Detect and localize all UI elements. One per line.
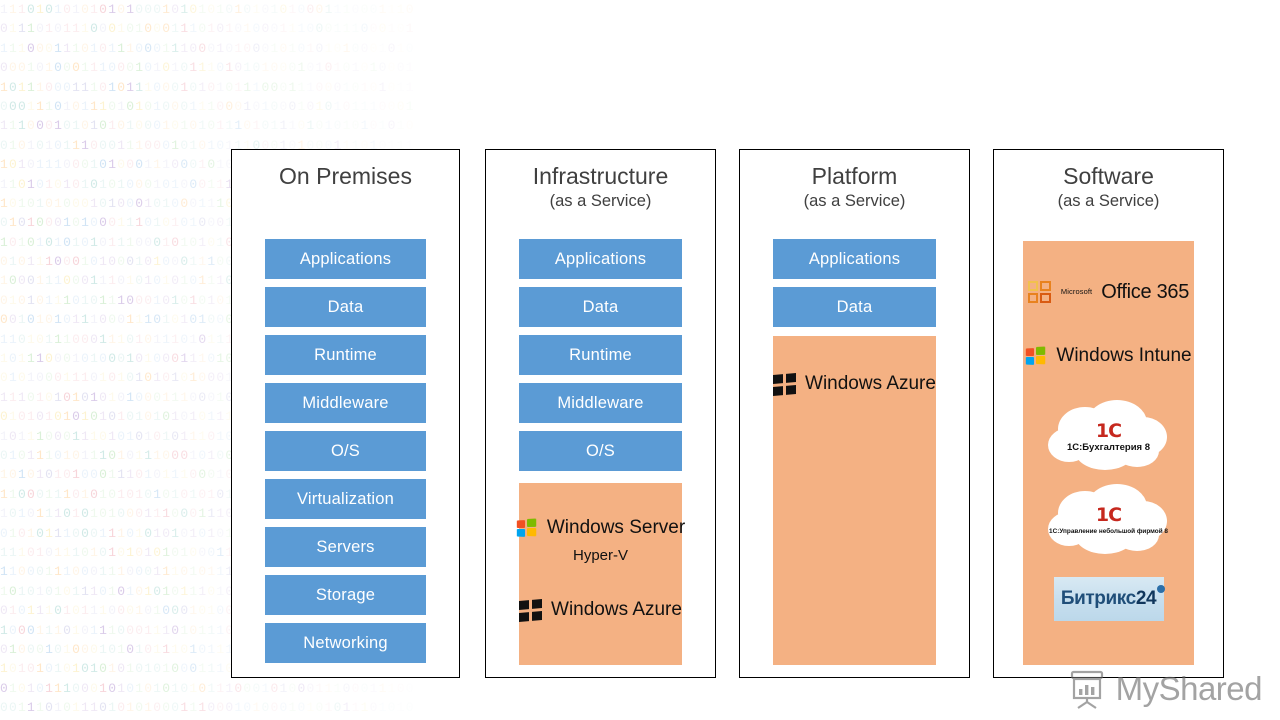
- logo-windows-azure: Windows Azure: [519, 598, 682, 622]
- windows-7-flag-icon: [516, 518, 539, 538]
- column-header-infrastructure: Infrastructure (as a Service): [486, 150, 715, 211]
- column-subtitle: (as a Service): [803, 192, 906, 210]
- onec-logo-mark: 1C: [1095, 504, 1122, 526]
- watermark-label: MyShared: [1115, 670, 1263, 707]
- windows-8-flag-icon: [519, 598, 543, 622]
- column-header-software: Software (as a Service): [994, 150, 1223, 211]
- office-vendor-label: Microsoft: [1060, 286, 1093, 296]
- logo-label: Office 365: [1101, 281, 1190, 303]
- stack-item-data[interactable]: Data: [519, 287, 682, 327]
- column-title: On Premises: [279, 163, 412, 189]
- column-infrastructure: Infrastructure (as a Service) Applicatio…: [485, 149, 716, 678]
- stack-item-runtime[interactable]: Runtime: [265, 335, 426, 375]
- stack-item-networking[interactable]: Networking: [265, 623, 426, 663]
- watermark-myshared: MyShared: [1065, 668, 1263, 710]
- cloud-1c-accounting: 1C 1С:Бухгалтерия 8: [1045, 399, 1173, 473]
- bitrix-number: 24: [1135, 588, 1157, 609]
- logo-sublabel: Hyper-V: [572, 547, 628, 564]
- column-subtitle: (as a Service): [549, 192, 652, 210]
- logo-label: Windows Intune: [1056, 345, 1192, 366]
- stack-item-storage[interactable]: Storage: [265, 575, 426, 615]
- service-stack-infrastructure: Applications Data Runtime Middleware O/S: [519, 239, 682, 479]
- logo-windows-intune: Windows Intune: [1023, 345, 1194, 367]
- managed-panel-infrastructure: Windows Server Hyper-V Windows Azure: [516, 483, 686, 665]
- column-platform: Platform (as a Service) Applications Dat…: [739, 149, 970, 678]
- cloud-caption: 1С:Управление небольшой фирмой 8: [1049, 528, 1168, 535]
- column-title: Infrastructure: [532, 163, 669, 189]
- stack-item-virtualization[interactable]: Virtualization: [265, 479, 426, 519]
- bitrix-word: Битрикс: [1060, 588, 1136, 609]
- column-subtitle: (as a Service): [1057, 192, 1160, 210]
- managed-panel-software: Microsoft Office 365 Windows Intune: [1023, 241, 1194, 665]
- logo-hyper-v-sub: Hyper-V: [519, 547, 682, 565]
- cloud-shape-icon: [1047, 400, 1167, 470]
- windows-8-flag-icon: [773, 372, 797, 396]
- column-title: Platform: [811, 163, 898, 189]
- stack-item-middleware[interactable]: Middleware: [265, 383, 426, 423]
- stack-item-data[interactable]: Data: [773, 287, 936, 327]
- stack-item-applications[interactable]: Applications: [519, 239, 682, 279]
- cloud-caption: 1С:Бухгалтерия 8: [1066, 442, 1150, 453]
- stack-item-data[interactable]: Data: [265, 287, 426, 327]
- windows-7-flag-icon: [1026, 346, 1048, 366]
- cloud-1c-small-firm: 1C 1С:Управление небольшой фирмой 8: [1045, 483, 1173, 557]
- logo-label: Windows Azure: [805, 373, 936, 394]
- logo-bitrix24: Битрикс24: [1053, 577, 1166, 621]
- column-header-on-premises: On Premises: [232, 150, 459, 190]
- stack-item-middleware[interactable]: Middleware: [519, 383, 682, 423]
- managed-panel-platform: Windows Azure: [773, 336, 936, 665]
- column-title: Software: [1063, 163, 1154, 189]
- column-on-premises: On Premises Applications Data Runtime Mi…: [231, 149, 460, 678]
- service-stack-on-premises: Applications Data Runtime Middleware O/S…: [265, 239, 426, 671]
- logo-label: Windows Azure: [551, 599, 682, 620]
- logo-windows-azure: Windows Azure: [773, 372, 936, 396]
- column-header-platform: Platform (as a Service): [740, 150, 969, 211]
- stack-item-os[interactable]: O/S: [519, 431, 682, 471]
- cloud-shape-icon: [1047, 484, 1167, 554]
- stack-item-servers[interactable]: Servers: [265, 527, 426, 567]
- service-stack-platform: Applications Data: [773, 239, 936, 335]
- stack-item-applications[interactable]: Applications: [773, 239, 936, 279]
- logo-windows-server: Windows Server: [516, 517, 686, 539]
- stack-item-os[interactable]: O/S: [265, 431, 426, 471]
- bitrix-dot-icon: [1157, 585, 1166, 593]
- logo-label: Windows Server: [546, 517, 686, 538]
- onec-logo-mark: 1C: [1095, 420, 1122, 442]
- stack-item-applications[interactable]: Applications: [265, 239, 426, 279]
- presentation-board-icon: [1070, 670, 1103, 709]
- stack-item-runtime[interactable]: Runtime: [519, 335, 682, 375]
- office-squares-icon: [1027, 281, 1052, 303]
- logo-office-365: Microsoft Office 365: [1023, 281, 1194, 303]
- column-software: Software (as a Service) Microsoft Office…: [993, 149, 1224, 678]
